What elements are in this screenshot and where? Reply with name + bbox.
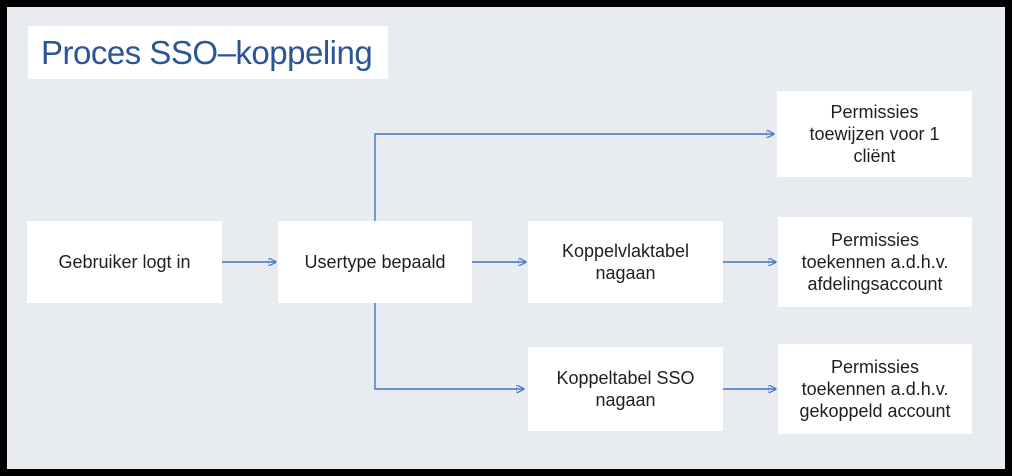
node-label: Koppeltabel SSO (556, 368, 695, 388)
page-title: Proces SSO–koppeling (41, 33, 373, 71)
node-label: nagaan (595, 263, 656, 283)
node-label: toekennen a.d.h.v. (801, 252, 949, 272)
node-gebruiker-logt-in: Gebruiker logt in (27, 221, 222, 303)
node-label: gekoppeld account (799, 401, 951, 421)
node-label: toewijzen voor 1 (809, 124, 940, 144)
node-label: Permissies (830, 230, 919, 250)
arrow-usertype-to-client (374, 134, 773, 221)
node-permissies-gekoppeld-account: Permissies toekennen a.d.h.v. gekoppeld … (778, 344, 972, 434)
node-koppelvlaktabel-nagaan: Koppelvlaktabel nagaan (528, 221, 723, 303)
arrow-usertype-to-koppeltabel (374, 303, 523, 389)
node-label: afdelingsaccount (807, 274, 943, 294)
node-label: Permissies (830, 102, 919, 122)
node-label: Permissies (830, 357, 919, 377)
node-label: cliënt (853, 146, 896, 166)
node-permissies-afdelingsaccount: Permissies toekennen a.d.h.v. afdelingsa… (778, 217, 972, 307)
node-label: Usertype bepaald (304, 252, 446, 272)
node-permissies-1-client: Permissies toewijzen voor 1 cliënt (777, 91, 972, 177)
node-label: toekennen a.d.h.v. (801, 379, 949, 399)
node-usertype-bepaald: Usertype bepaald (278, 221, 472, 303)
node-koppeltabel-sso-nagaan: Koppeltabel SSO nagaan (528, 347, 723, 431)
node-label: Koppelvlaktabel (561, 241, 690, 261)
title-box: Proces SSO–koppeling (28, 26, 388, 79)
node-label: nagaan (595, 390, 656, 410)
node-label: Gebruiker logt in (58, 252, 191, 272)
